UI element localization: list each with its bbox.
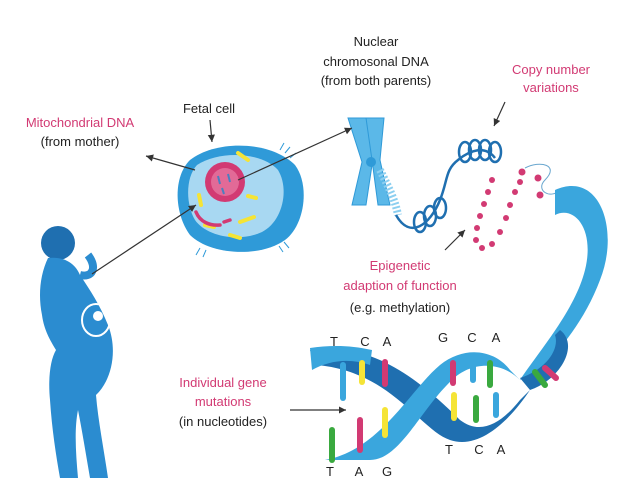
svg-text:mutations: mutations bbox=[195, 394, 252, 409]
svg-text:G: G bbox=[438, 330, 448, 345]
dna-thread bbox=[524, 163, 561, 195]
arrow-copy-number bbox=[493, 101, 506, 127]
svg-text:Mitochondrial DNA: Mitochondrial DNA bbox=[26, 115, 135, 130]
svg-text:(from both parents): (from both parents) bbox=[321, 73, 432, 88]
svg-text:Epigenetic: Epigenetic bbox=[370, 258, 431, 273]
chromatin-coils bbox=[394, 138, 503, 234]
arrow-mitochondrial bbox=[145, 154, 196, 171]
arrow-epigenetic bbox=[444, 229, 466, 251]
svg-text:(e.g. methylation): (e.g. methylation) bbox=[350, 300, 450, 315]
dna-double-helix bbox=[310, 186, 608, 463]
chromosome-illustration bbox=[347, 117, 402, 216]
svg-text:T: T bbox=[445, 442, 453, 457]
svg-text:A: A bbox=[383, 334, 392, 349]
svg-text:Copy number: Copy number bbox=[512, 62, 591, 77]
label-copy-number: Copy number variations bbox=[512, 62, 591, 95]
label-nuclear-dna: Nuclear chromosonal DNA (from both paren… bbox=[321, 34, 432, 88]
svg-text:adaption of function: adaption of function bbox=[343, 278, 456, 293]
arrow-woman-to-cell bbox=[91, 204, 197, 275]
methylation-beads bbox=[473, 168, 544, 251]
svg-text:Nuclear: Nuclear bbox=[354, 34, 399, 49]
svg-text:Individual gene: Individual gene bbox=[179, 375, 266, 390]
svg-text:chromosonal DNA: chromosonal DNA bbox=[323, 54, 429, 69]
label-mitochondrial-dna: Mitochondrial DNA (from mother) bbox=[26, 115, 135, 149]
label-fetal-cell: Fetal cell bbox=[183, 101, 235, 116]
svg-text:T: T bbox=[326, 464, 334, 479]
svg-text:A: A bbox=[497, 442, 506, 457]
bases-bottom-left: T A G bbox=[326, 464, 392, 479]
pregnant-woman-silhouette bbox=[40, 226, 113, 478]
bases-bottom-right: T C A bbox=[445, 442, 506, 457]
svg-text:G: G bbox=[382, 464, 392, 479]
svg-text:C: C bbox=[467, 330, 476, 345]
svg-text:C: C bbox=[474, 442, 483, 457]
svg-text:A: A bbox=[355, 464, 364, 479]
bases-top-left: T C A bbox=[330, 334, 392, 349]
arrow-fetal-cell bbox=[207, 119, 215, 143]
label-gene-mutations: Individual gene mutations (in nucleotide… bbox=[179, 375, 267, 429]
bases-top-right: G C A bbox=[438, 330, 501, 345]
svg-text:variations: variations bbox=[523, 80, 579, 95]
svg-text:(from mother): (from mother) bbox=[41, 134, 120, 149]
svg-text:(in nucleotides): (in nucleotides) bbox=[179, 414, 267, 429]
svg-text:C: C bbox=[360, 334, 369, 349]
svg-text:A: A bbox=[492, 330, 501, 345]
arrows bbox=[91, 101, 506, 414]
fetal-cell-illustration bbox=[177, 142, 304, 258]
arrow-nuclear bbox=[237, 127, 353, 181]
label-epigenetic: Epigenetic adaption of function (e.g. me… bbox=[343, 258, 456, 315]
svg-text:T: T bbox=[330, 334, 338, 349]
